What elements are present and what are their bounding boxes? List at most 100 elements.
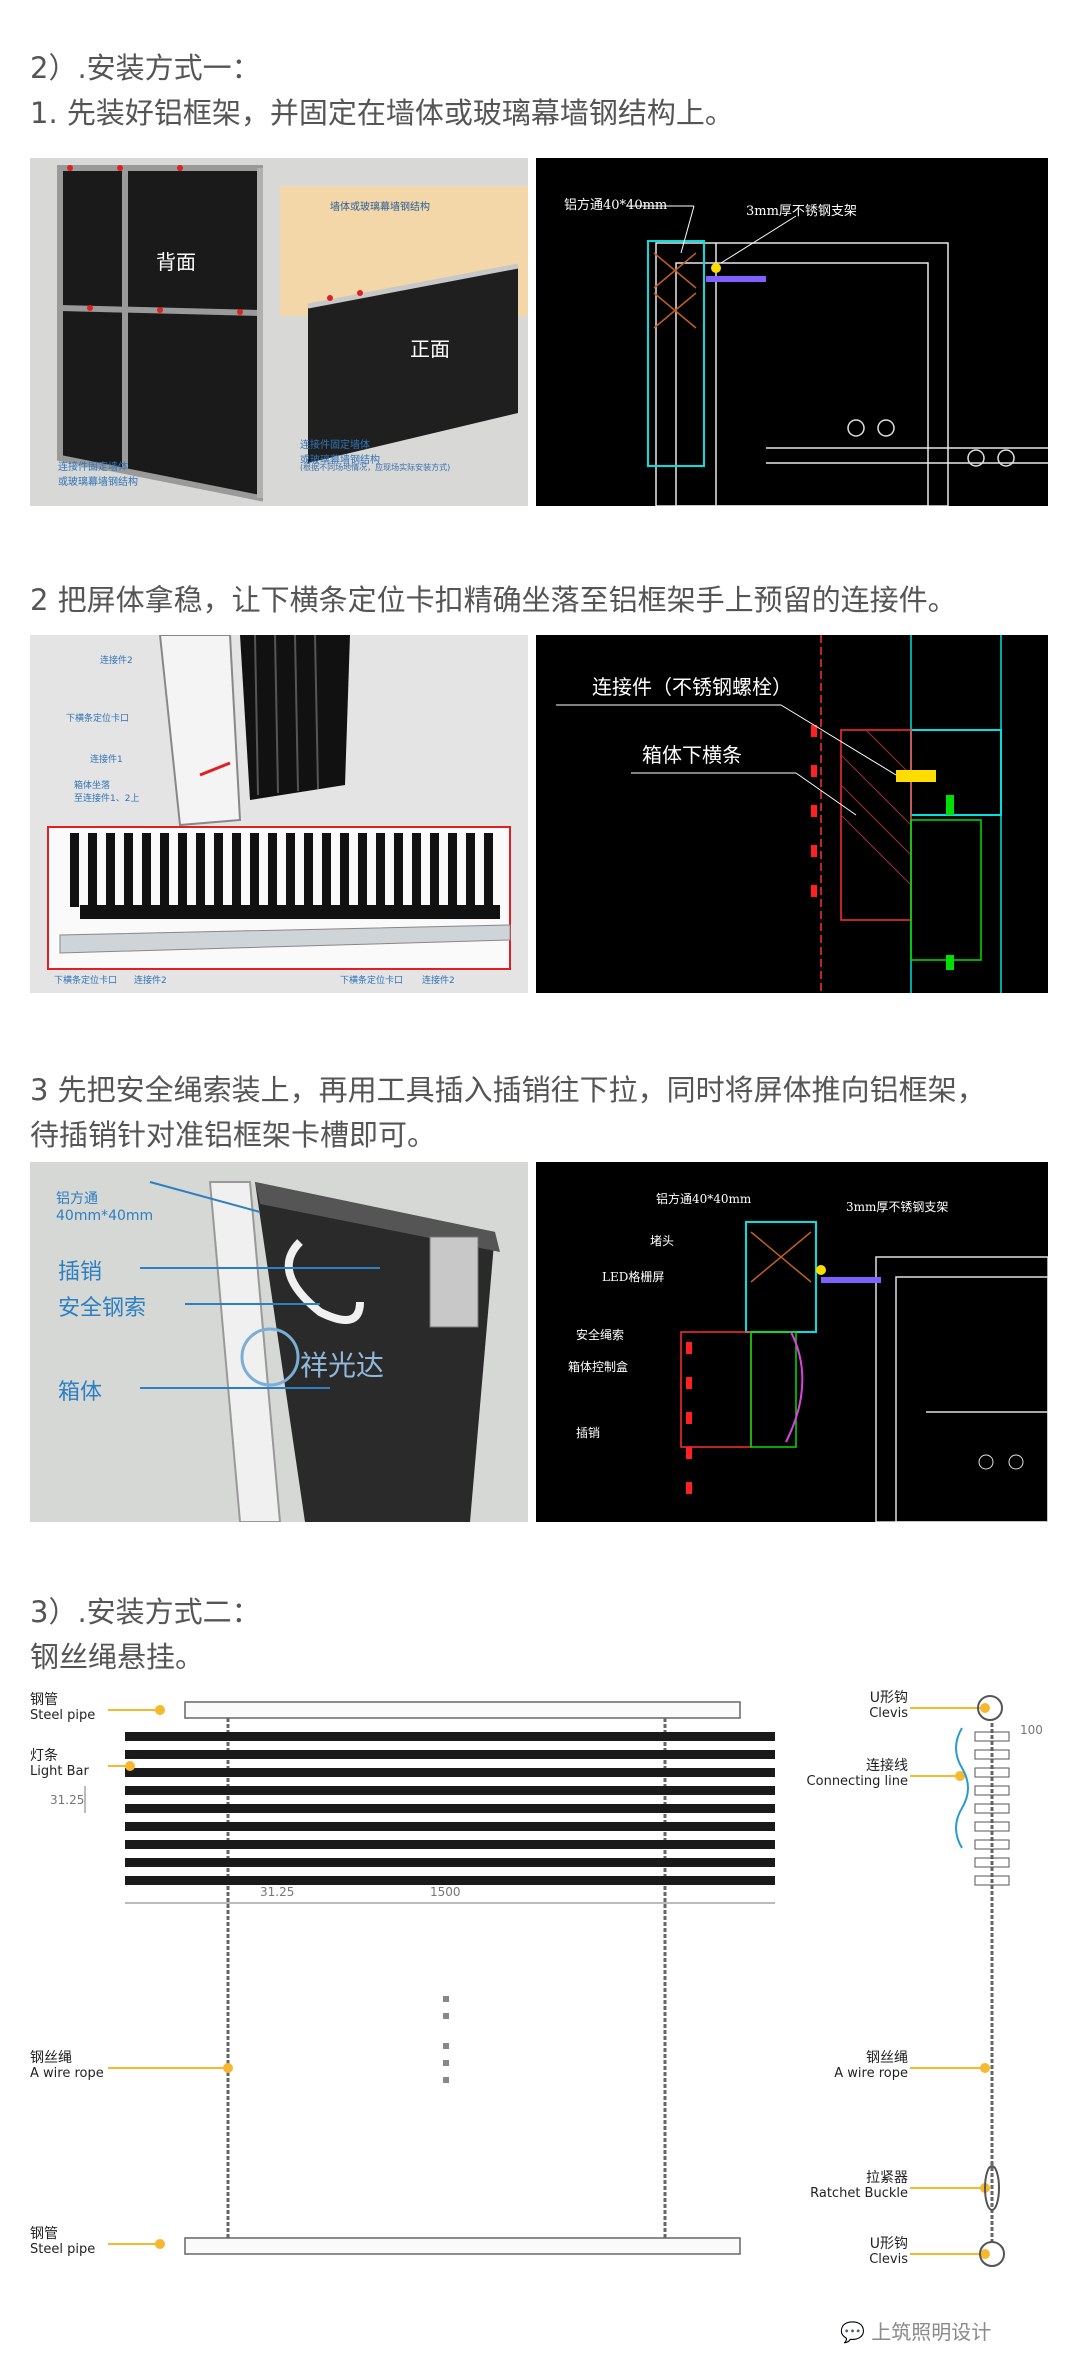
photo-frame-install: 背面 正面 墙体或玻璃幕墙钢结构 连接件固定墙体 或玻璃幕墙钢结构 连接件固定墙… <box>30 158 528 506</box>
side-light-bar <box>974 1785 1010 1796</box>
back-label: 背面 <box>156 250 196 274</box>
section-heading-2: 3）.安装方式二： <box>30 1595 261 1629</box>
screen-slat <box>340 833 349 907</box>
cad-label-tube: 铝方通40*40mm <box>564 198 668 213</box>
steel-pipe-label-bottom: 钢管 Steel pipe <box>30 2226 95 2258</box>
screen-slat <box>250 833 259 907</box>
conn-cn: 连接线 <box>866 1758 908 1774</box>
install-note: (根据不同场地情况，应现场实际安装方式) <box>300 463 451 472</box>
bar-slot-label: 下横条定位卡口 <box>66 714 130 724</box>
light-bar <box>125 1804 775 1813</box>
brand-footer: 💬 上筑照明设计 <box>840 2316 991 2345</box>
cad-seat-section: 连接件（不锈钢螺栓） 箱体下横条 <box>536 635 1048 993</box>
frame-illustration <box>57 165 528 502</box>
screen-slat <box>232 833 241 907</box>
light-bar-label: 灯条 Light Bar <box>30 1748 89 1780</box>
side-light-bar <box>974 1821 1010 1832</box>
clevis2-en: Clevis <box>869 2252 908 2267</box>
side-light-bar <box>974 1767 1010 1778</box>
step-4-text: 钢丝绳悬挂。 <box>30 1640 205 1674</box>
pin-label: 插销 <box>58 1260 103 1285</box>
clevis2-cn: U形钩 <box>869 2236 908 2252</box>
cad-frame-section: 铝方通40*40mm 3mm厚不锈钢支架 <box>536 158 1048 506</box>
ratchet-buckle-label: 拉紧器 Ratchet Buckle <box>810 2170 908 2202</box>
screen-slat <box>322 833 331 907</box>
steel-pipe2-cn: 钢管 <box>30 2226 58 2242</box>
screen-slat <box>430 833 439 907</box>
seat-illustration <box>30 635 528 993</box>
section-heading-1: 2）.安装方式一： <box>30 51 261 85</box>
brand-name: 上筑照明设计 <box>871 2320 992 2344</box>
cad-tube-label: 铝方通40*40mm <box>656 1192 752 1206</box>
cad-drawing-1 <box>626 205 1048 506</box>
bottom-slot-label-1: 下横条定位卡口 <box>54 976 118 986</box>
screen-slat <box>142 833 151 907</box>
screen-slat <box>160 833 169 907</box>
light-bar-en: Light Bar <box>30 1764 89 1779</box>
wire-rope-cn: 钢丝绳 <box>30 2050 72 2066</box>
light-bar <box>125 1750 775 1759</box>
pin-arrows <box>140 1181 380 1389</box>
side-light-bar <box>974 1731 1010 1742</box>
steel-pipe-en: Steel pipe <box>30 1708 96 1723</box>
cad-rope-label: 安全绳索 <box>576 1328 625 1342</box>
screen-slat <box>88 833 97 907</box>
width-dim: 1500 <box>430 1885 461 1899</box>
clevis-en: Clevis <box>869 1706 908 1721</box>
light-bar <box>125 1822 775 1831</box>
screen-slat <box>214 833 223 907</box>
photo-panel-seat: 连接件2 下横条定位卡口 连接件1 箱体坐落 至连接件1、2上 下横条定位卡口 … <box>30 635 528 993</box>
steel-pipe2-en: Steel pipe <box>30 2242 96 2257</box>
buckle-en: Ratchet Buckle <box>810 2186 908 2201</box>
screen-slat <box>376 833 385 907</box>
cad-led-label: LED格栅屏 <box>602 1270 665 1284</box>
bottom-connector-label-2: 连接件2 <box>422 976 455 986</box>
cad-head-label: 堵头 <box>650 1234 675 1248</box>
rope-r-en: A wire rope <box>834 2066 908 2081</box>
cad-label-bracket: 3mm厚不锈钢支架 <box>746 204 857 219</box>
rope-label: 安全钢索 <box>58 1296 147 1321</box>
screen-slat <box>286 833 295 907</box>
cad-pin-label: 插销 <box>576 1426 601 1440</box>
box-label: 箱体 <box>58 1380 103 1405</box>
screen-slat <box>268 833 277 907</box>
steel-pipe-cn: 钢管 <box>30 1692 58 1708</box>
wire-rope-en: A wire rope <box>30 2066 104 2081</box>
light-bar <box>125 1876 775 1885</box>
side-light-bar <box>974 1875 1010 1886</box>
steel-pipe-label-top: 钢管 Steel pipe <box>30 1692 95 1724</box>
buckle-cn: 拉紧器 <box>866 2170 908 2186</box>
light-bar <box>125 1768 775 1777</box>
light-bar <box>125 1786 775 1795</box>
wire-rope-label-left: 钢丝绳 A wire rope <box>30 2050 104 2082</box>
clevis-label-top: U形钩 Clevis <box>850 1690 908 1722</box>
side-light-bar <box>974 1839 1010 1850</box>
pitch-h-dim: 31.25 <box>260 1885 295 1899</box>
light-bar <box>125 1840 775 1849</box>
cad-bracket-label: 3mm厚不锈钢支架 <box>846 1200 949 1214</box>
connector-2-label: 连接件2 <box>100 656 133 666</box>
cad-label-bar: 箱体下横条 <box>642 743 742 767</box>
screen-slat <box>124 833 133 907</box>
step-3-text-line2: 待插销针对准铝框架卡槽即可。 <box>30 1118 437 1152</box>
step-2-text: 2 把屏体拿稳，让下横条定位卡扣精确坐落至铝框架手上预留的连接件。 <box>30 583 957 617</box>
cad-label-bolt: 连接件（不锈钢螺栓） <box>592 675 792 699</box>
tube-spec-label: 铝方通 40mm*40mm <box>56 1191 154 1224</box>
side-light-bar <box>974 1803 1010 1814</box>
pitch-v-dim: 31.25 <box>50 1793 85 1807</box>
screen-slat <box>196 833 205 907</box>
photo-panel-pin: 铝方通 40mm*40mm 插销 安全钢索 箱体 祥光达 <box>30 1162 528 1522</box>
step-1-text: 1. 先装好铝框架，并固定在墙体或玻璃幕墙钢结构上。 <box>30 96 734 130</box>
screen-slat <box>466 833 475 907</box>
light-bar <box>125 1732 775 1741</box>
light-bar <box>125 1858 775 1867</box>
screen-slat <box>304 833 313 907</box>
watermark-logo: 祥光达 <box>300 1349 385 1382</box>
rope-r-cn: 钢丝绳 <box>866 2050 908 2066</box>
screen-slat <box>178 833 187 907</box>
connecting-line-label: 连接线 Connecting line <box>805 1758 908 1790</box>
side-light-bar <box>974 1749 1010 1760</box>
cad-drawing-2 <box>556 635 1002 993</box>
clevis-cn: U形钩 <box>869 1690 908 1706</box>
screen-slat <box>484 833 493 907</box>
